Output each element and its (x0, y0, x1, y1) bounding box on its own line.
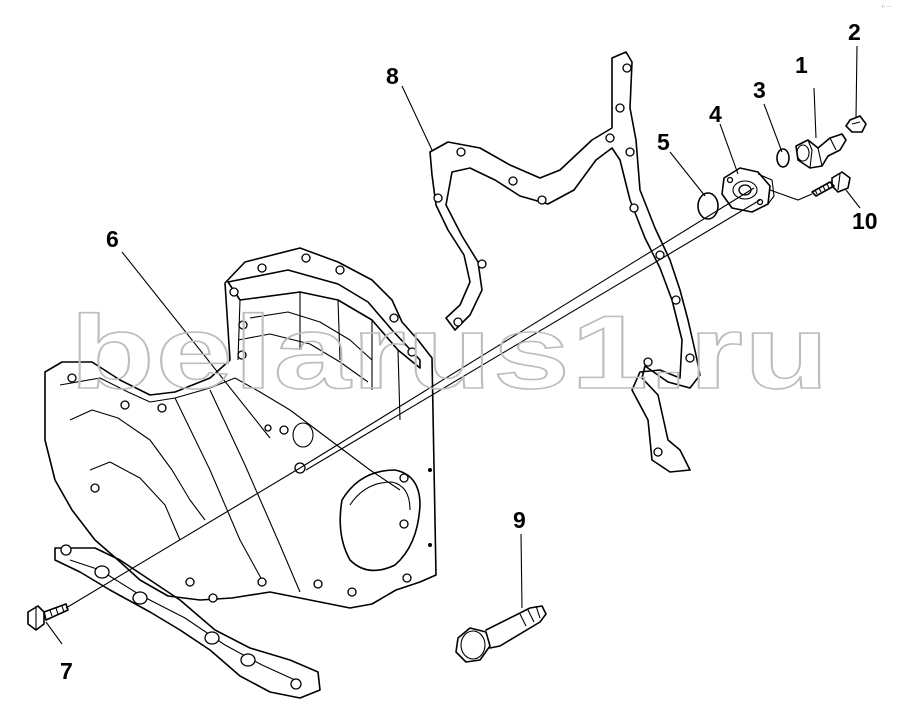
callout-1: 1 (795, 52, 808, 78)
corner-mark: r- --- (882, 4, 892, 10)
o-ring (776, 148, 790, 168)
callout-10: 10 (852, 208, 878, 234)
callout-leaders (45, 45, 861, 645)
callout-2: 2 (848, 19, 861, 45)
gear-housing-cover (44, 247, 437, 699)
flange-bolt (811, 171, 851, 197)
callout-7: 7 (60, 658, 73, 684)
callout-6: 6 (106, 226, 119, 252)
gasket-holes (433, 63, 695, 457)
callout-5: 5 (657, 129, 670, 155)
speed-sensor (795, 133, 847, 169)
housing-gasket (429, 51, 701, 473)
sensor-flange (721, 167, 775, 213)
callout-labels: 1 2 3 4 5 6 7 8 9 10 (60, 19, 878, 684)
housing-bolt-holes (67, 253, 417, 603)
callout-4: 4 (709, 101, 722, 127)
callout-8: 8 (386, 63, 399, 89)
callout-9: 9 (513, 507, 526, 533)
seal-washer (697, 192, 719, 220)
long-bolt-9 (455, 605, 547, 663)
assembly-lines (65, 187, 813, 609)
callout-3: 3 (753, 77, 766, 103)
watermark-text: belarus1.ru (70, 295, 830, 411)
small-gasket (845, 115, 867, 133)
housing-bolt-7 (27, 603, 69, 631)
